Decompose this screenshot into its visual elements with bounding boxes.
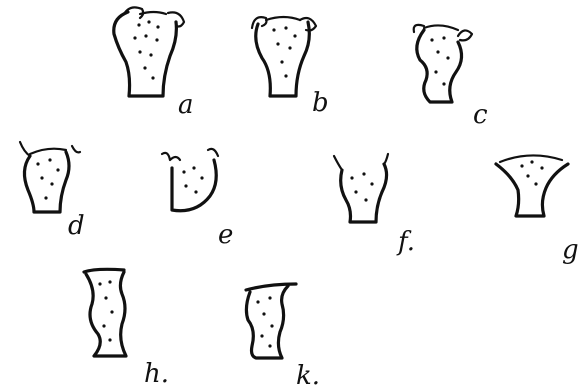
specimen-k — [246, 284, 296, 358]
label-a: a — [178, 90, 194, 120]
specimen-b — [252, 17, 316, 96]
label-c: c — [473, 100, 488, 130]
specimen-e — [162, 149, 218, 211]
specimen-a — [114, 7, 184, 96]
label-k: k. — [296, 361, 320, 387]
label-f: f. — [396, 227, 415, 257]
specimen-h — [84, 269, 126, 356]
label-d: d — [68, 211, 85, 241]
specimen-d — [20, 142, 80, 212]
specimen-c — [414, 25, 472, 102]
label-e: e — [218, 220, 233, 250]
label-g: g — [562, 235, 579, 265]
label-b: b — [312, 88, 329, 118]
label-h: h. — [144, 359, 169, 387]
specimen-f — [334, 154, 388, 222]
specimen-g — [496, 155, 568, 216]
